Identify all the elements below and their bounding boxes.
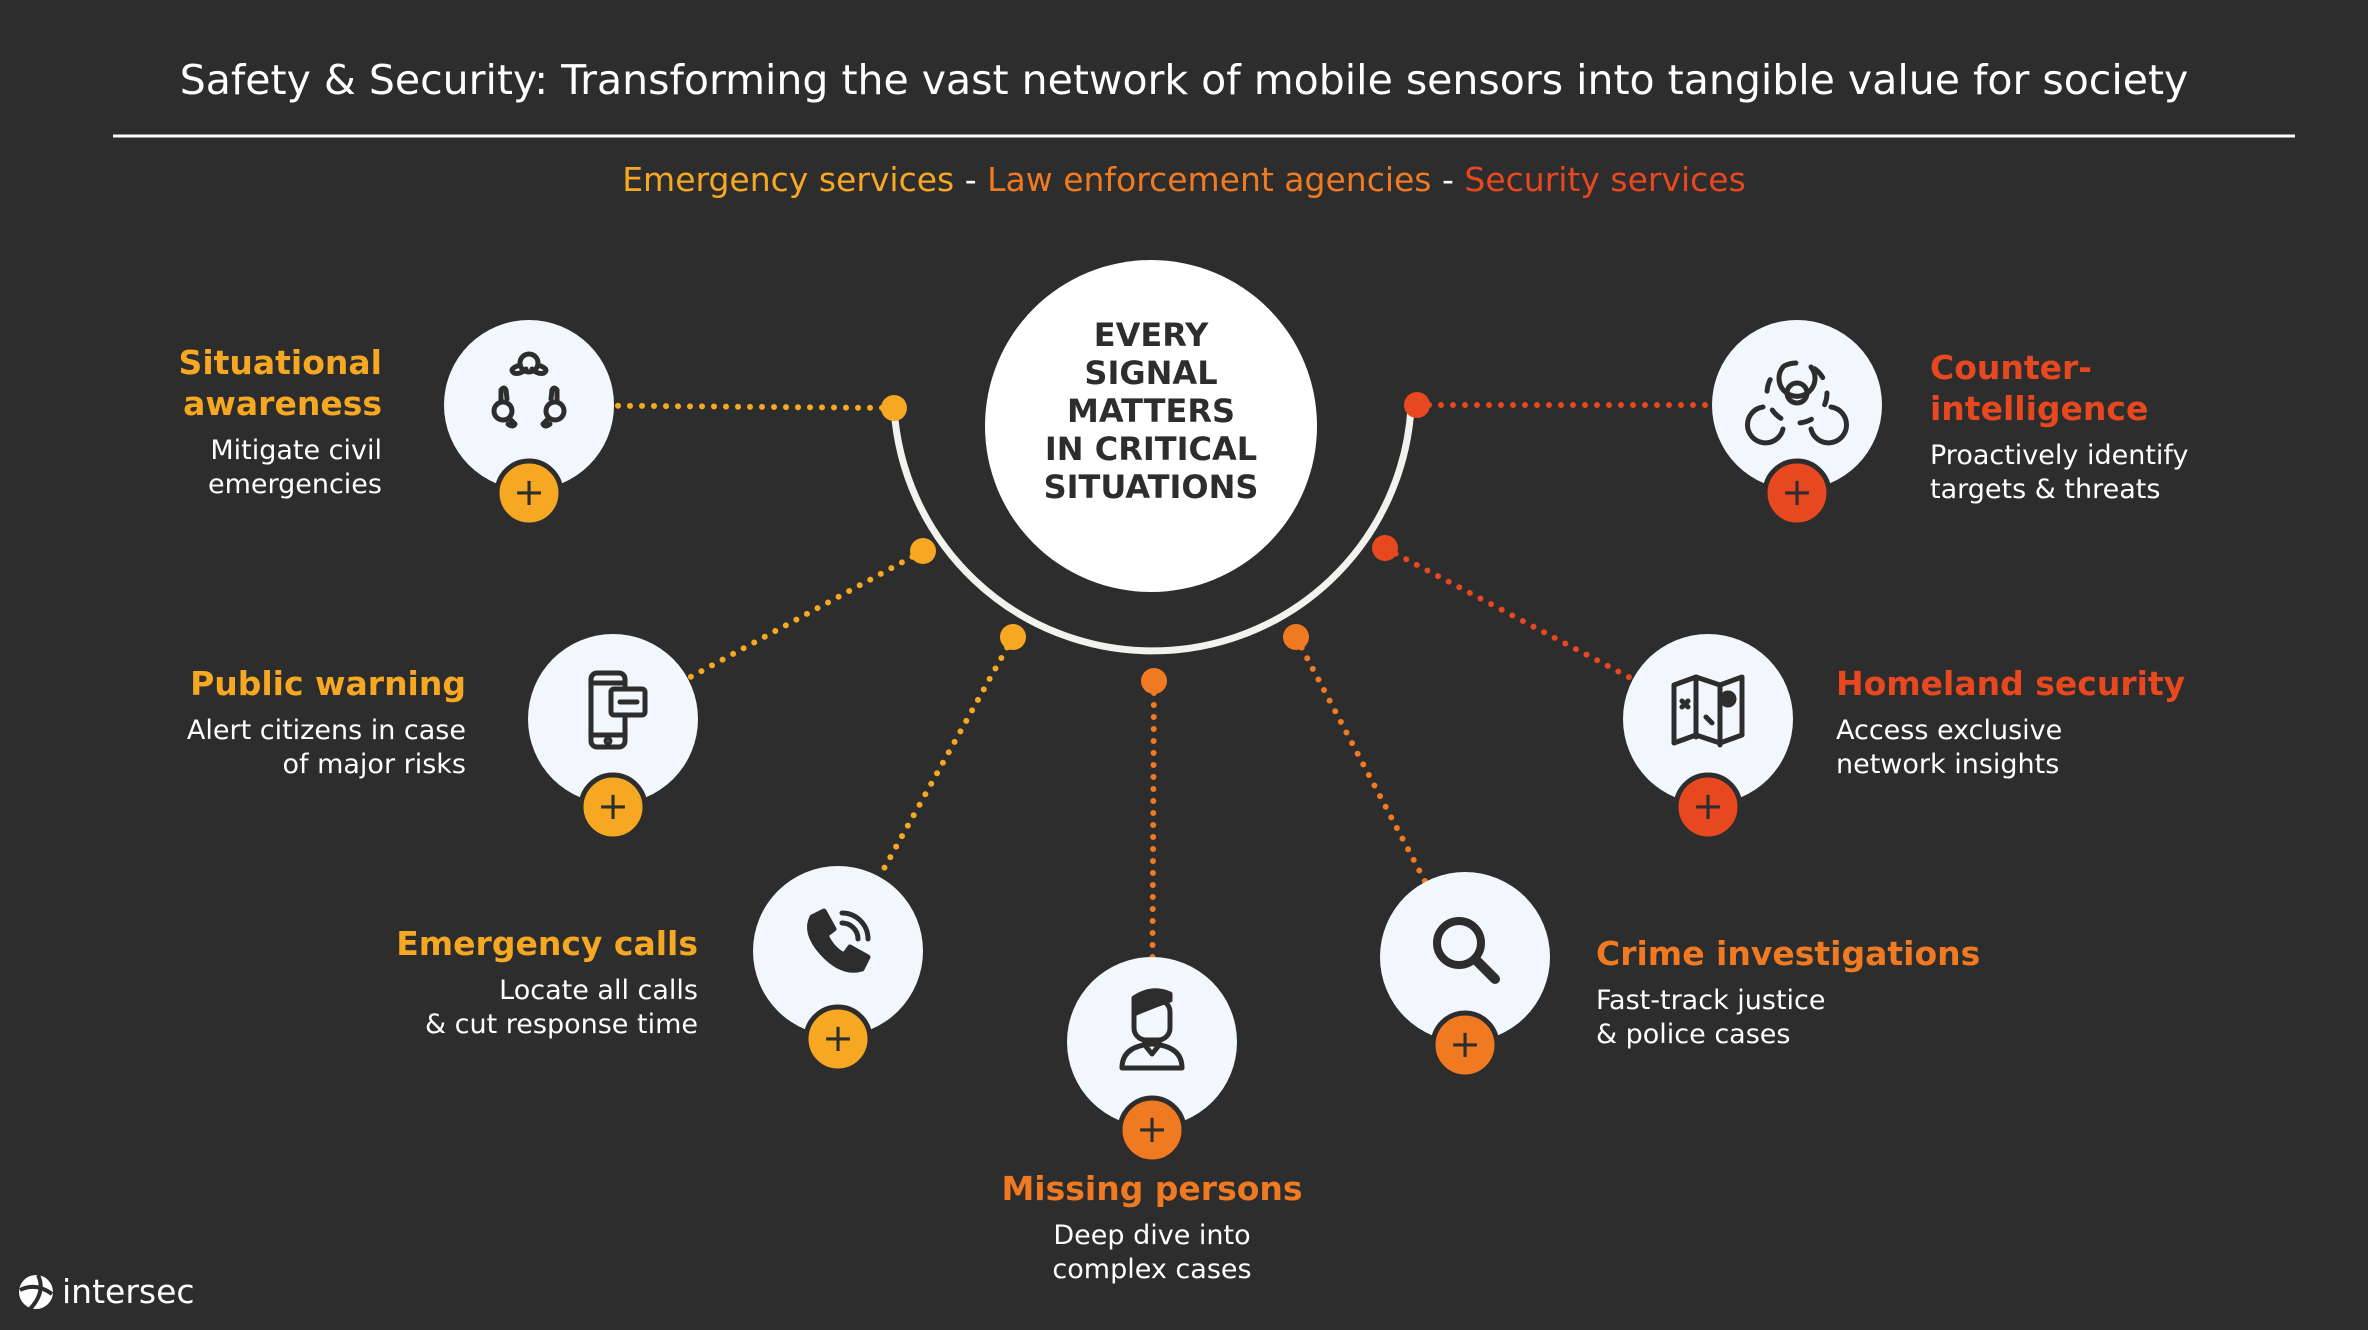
plus-icon: + [822, 1016, 854, 1060]
arc-dot [1404, 392, 1430, 418]
connector-line [1293, 634, 1429, 885]
node-desc: Proactively identify [1930, 440, 2189, 471]
intersec-logo-icon [19, 1273, 54, 1310]
node-circle[interactable] [444, 320, 614, 490]
node-desc: complex cases [1052, 1254, 1252, 1285]
node-crime-investigations[interactable]: + [1380, 872, 1550, 1080]
center-line: MATTERS [1066, 392, 1236, 430]
center-line: SIGNAL [1084, 354, 1218, 392]
audience-security: Security services [1464, 160, 1746, 199]
node-desc: targets & threats [1930, 474, 2161, 505]
logo-text: intersec [62, 1272, 195, 1311]
plus-icon: + [513, 470, 545, 514]
connector-line [1382, 545, 1636, 683]
node-title: Crime investigations [1596, 934, 1981, 973]
separator: - [954, 160, 988, 199]
phone-alert-icon [588, 670, 648, 750]
node-missing-persons[interactable]: + [1067, 957, 1237, 1165]
label-emergency-calls: Emergency calls Locate all calls& cut re… [396, 923, 698, 1042]
node-desc: emergencies [207, 469, 382, 500]
magnifier-icon [1433, 917, 1500, 984]
arc-dot [1141, 668, 1167, 694]
node-desc: Alert citizens in case [186, 715, 466, 746]
arc-dot [1372, 535, 1398, 561]
node-title: Emergency calls [396, 924, 698, 963]
expand-button[interactable]: + [494, 458, 564, 528]
connector-line [1149, 678, 1157, 961]
node-title: Counter- [1930, 348, 2093, 387]
expand-button[interactable]: + [1430, 1010, 1500, 1080]
center-line: IN CRITICAL [1044, 430, 1258, 468]
node-title: Public warning [190, 664, 466, 703]
connector-line [684, 548, 926, 682]
phone-call-icon [807, 908, 871, 973]
center-circle [985, 260, 1317, 592]
audience-emergency: Emergency services [622, 160, 955, 199]
intersec-logo: intersec [18, 1272, 195, 1311]
expand-button[interactable]: + [803, 1004, 873, 1074]
node-desc: Access exclusive [1836, 715, 2063, 746]
node-desc: Mitigate civil [210, 435, 382, 466]
biohazard-icon [1745, 360, 1849, 446]
node-homeland-security[interactable]: + [1623, 634, 1793, 842]
node-circle[interactable] [528, 634, 698, 804]
label-crime-investigations: Crime investigations Fast-track justice&… [1596, 933, 1980, 1052]
separator: - [1431, 160, 1465, 199]
node-desc: & cut response time [425, 1009, 698, 1040]
center-line: EVERY [1093, 316, 1209, 354]
node-title: Missing persons [1001, 1169, 1303, 1208]
node-desc: of major risks [282, 749, 466, 780]
expand-button[interactable]: + [1762, 458, 1832, 528]
plus-icon: + [1692, 784, 1724, 828]
audience-law: Law enforcement agencies [987, 160, 1432, 199]
plus-icon: + [1781, 470, 1813, 514]
connector-line [610, 402, 897, 411]
expand-button[interactable]: + [1117, 1095, 1187, 1165]
label-counter-intelligence: Counter-intelligence Proactively identif… [1930, 347, 2188, 507]
person-icon [1119, 988, 1185, 1071]
node-title: Situational [178, 343, 382, 382]
node-desc: & police cases [1596, 1019, 1791, 1050]
people-circle-icon [491, 351, 567, 429]
arc-dot [881, 395, 907, 421]
node-desc: network insights [1836, 749, 2060, 780]
node-title: Homeland security [1836, 664, 2186, 703]
plus-icon: + [597, 784, 629, 828]
expand-button[interactable]: + [578, 772, 648, 842]
center-message: EVERY SIGNAL MATTERS IN CRITICAL SITUATI… [986, 316, 1316, 506]
arc-dot [1283, 624, 1309, 650]
expand-button[interactable]: + [1673, 772, 1743, 842]
node-desc: Locate all calls [499, 975, 698, 1006]
node-situational-awareness[interactable]: + [444, 320, 614, 528]
arc-dot [910, 538, 936, 564]
node-title: awareness [183, 384, 382, 423]
node-desc: Fast-track justice [1596, 985, 1826, 1016]
page-title: Safety & Security: Transforming the vast… [179, 56, 2189, 104]
node-emergency-calls[interactable]: + [753, 866, 923, 1074]
center-line: SITUATIONS [1043, 468, 1259, 506]
map-icon [1671, 674, 1745, 748]
audiences: Emergency services - Law enforcement age… [0, 160, 2368, 199]
node-circle[interactable] [1380, 872, 1550, 1042]
plus-icon: + [1136, 1107, 1168, 1151]
arc-dot [1000, 624, 1026, 650]
plus-icon: + [1449, 1022, 1481, 1066]
node-title: intelligence [1930, 389, 2149, 428]
node-desc: Deep dive into [1053, 1220, 1251, 1251]
node-counter-intelligence[interactable]: + [1712, 320, 1882, 528]
connector-line [876, 634, 1016, 880]
arc [890, 407, 1415, 655]
node-public-warning[interactable]: + [528, 634, 698, 842]
